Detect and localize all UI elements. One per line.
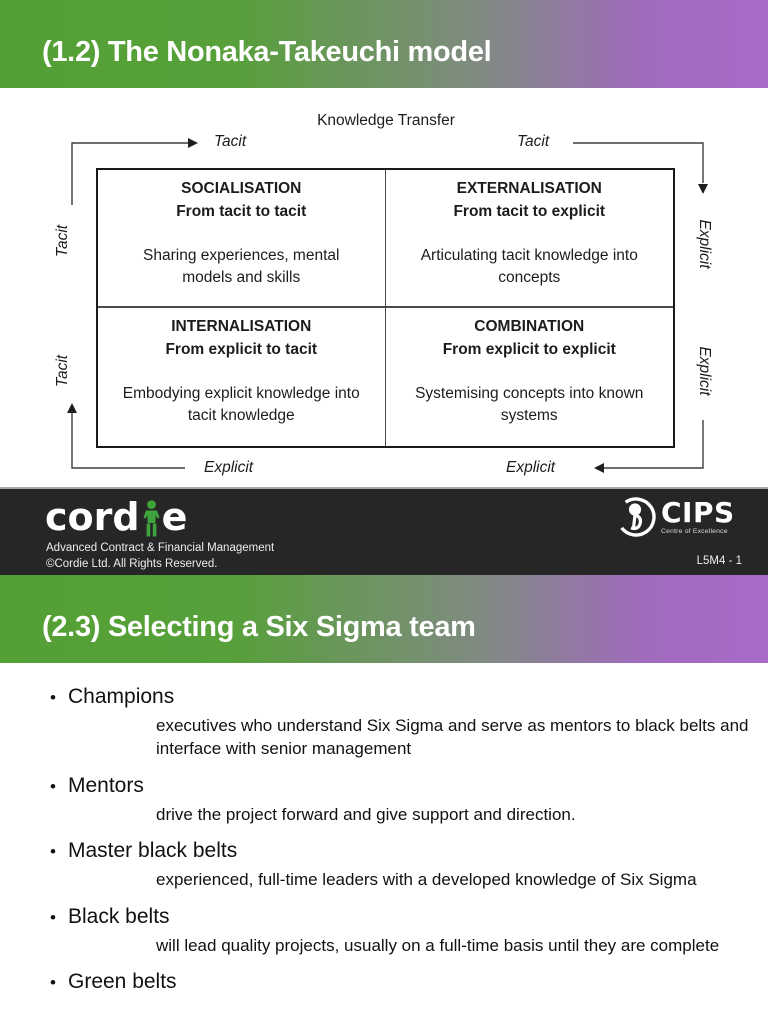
- person-icon: [143, 500, 160, 537]
- bullet-description: will lead quality projects, usually on a…: [156, 935, 720, 955]
- arrowhead-left-icon: [594, 463, 604, 473]
- slide2-title: (2.3) Selecting a Six Sigma team: [42, 610, 476, 643]
- label-tacit-top-right: Tacit: [517, 133, 550, 150]
- slide2-header-band: (2.3) Selecting a Six Sigma team: [0, 575, 768, 663]
- label-explicit-right-top: Explicit: [696, 219, 713, 269]
- label-tacit-top-left: Tacit: [214, 133, 247, 150]
- bullet-icon: •: [50, 973, 56, 993]
- list-item: • Black belts will lead quality projects…: [0, 905, 768, 957]
- slide1-footer: cord e Advanced Contract & Financial Man…: [0, 487, 768, 575]
- arrowhead-down-icon: [698, 184, 708, 194]
- slide1-title: (1.2) The Nonaka-Takeuchi model: [42, 35, 492, 68]
- quadrant-name: EXTERNALISATION: [456, 180, 602, 197]
- quadrant-socialisation: SOCIALISATION From tacit to tacit Sharin…: [98, 170, 386, 308]
- bullet-description: drive the project forward and give suppo…: [156, 804, 576, 824]
- label-explicit-bottom-left: Explicit: [204, 459, 254, 476]
- cips-wordmark: CIPS: [661, 496, 735, 529]
- bullet-term: Champions: [68, 685, 175, 708]
- bullet-icon: •: [50, 688, 56, 707]
- footer-line1: Advanced Contract & Financial Management: [46, 542, 275, 554]
- bullet-icon: •: [50, 907, 56, 927]
- seci-matrix: SOCIALISATION From tacit to tacit Sharin…: [96, 168, 675, 448]
- slide-page-reference: L5M4 - 1: [696, 555, 742, 567]
- bullet-term: Green belts: [68, 970, 177, 994]
- quadrant-subtitle: From tacit to explicit: [453, 203, 606, 220]
- bullet-term: Mentors: [68, 773, 144, 797]
- quadrant-subtitle: From explicit to tacit: [165, 341, 318, 358]
- quadrant-description: Sharing experiences, mental models and s…: [143, 247, 340, 287]
- footer-line2: ©Cordie Ltd. All Rights Reserved.: [46, 558, 218, 570]
- cordie-logo-text-left: cord: [45, 495, 140, 539]
- list-item: • Master black belts experienced, full-t…: [0, 839, 768, 891]
- quadrant-subtitle: From explicit to explicit: [442, 341, 616, 358]
- bullet-term: Master black belts: [68, 839, 238, 863]
- list-item: • Mentors drive the project forward and …: [0, 774, 768, 826]
- cordie-logo-text-right: e: [161, 495, 188, 539]
- bullet-icon: •: [50, 842, 56, 862]
- bullet-term: Black belts: [68, 904, 170, 928]
- cips-logo: CIPS Centre of Excellence: [614, 495, 735, 539]
- quadrant-combination: COMBINATION From explicit to explicit Sy…: [386, 308, 674, 446]
- quadrant-internalisation: INTERNALISATION From explicit to tacit E…: [98, 308, 386, 446]
- bullet-description: experienced, full-time leaders with a de…: [156, 870, 697, 890]
- bullet-icon: •: [50, 776, 56, 796]
- label-explicit-right-bottom: Explicit: [696, 346, 713, 396]
- slide1-header-band: (1.2) The Nonaka-Takeuchi model: [0, 0, 768, 88]
- label-tacit-left-bottom: Tacit: [54, 354, 71, 388]
- quadrant-description: Embodying explicit knowledge into tacit …: [122, 385, 360, 425]
- quadrant-description: Systemising concepts into known systems: [415, 385, 644, 425]
- cordie-logo: cord e: [45, 495, 187, 539]
- label-explicit-bottom-right: Explicit: [506, 459, 556, 476]
- list-item: • Champions executives who understand Si…: [0, 685, 768, 761]
- six-sigma-bullet-list: • Champions executives who understand Si…: [0, 672, 768, 999]
- nonaka-takeuchi-diagram: Knowledge Transfer Tacit Tacit Explicit …: [54, 112, 713, 476]
- quadrant-name: SOCIALISATION: [181, 180, 302, 197]
- list-item: • Green belts: [0, 970, 768, 994]
- diagram-title: Knowledge Transfer: [317, 112, 455, 129]
- quadrant-name: INTERNALISATION: [171, 318, 312, 335]
- arrowhead-right-icon: [188, 138, 198, 148]
- quadrant-subtitle: From tacit to tacit: [176, 203, 307, 220]
- quadrant-name: COMBINATION: [474, 318, 585, 335]
- label-tacit-left-top: Tacit: [54, 224, 71, 258]
- quadrant-externalisation: EXTERNALISATION From tacit to explicit A…: [385, 170, 673, 308]
- bullet-description: executives who understand Six Sigma and …: [156, 716, 749, 759]
- cips-subtitle: Centre of Excellence: [661, 528, 728, 535]
- quadrant-description: Articulating tacit knowledge into concep…: [420, 247, 638, 287]
- cips-logo-icon: [616, 497, 656, 537]
